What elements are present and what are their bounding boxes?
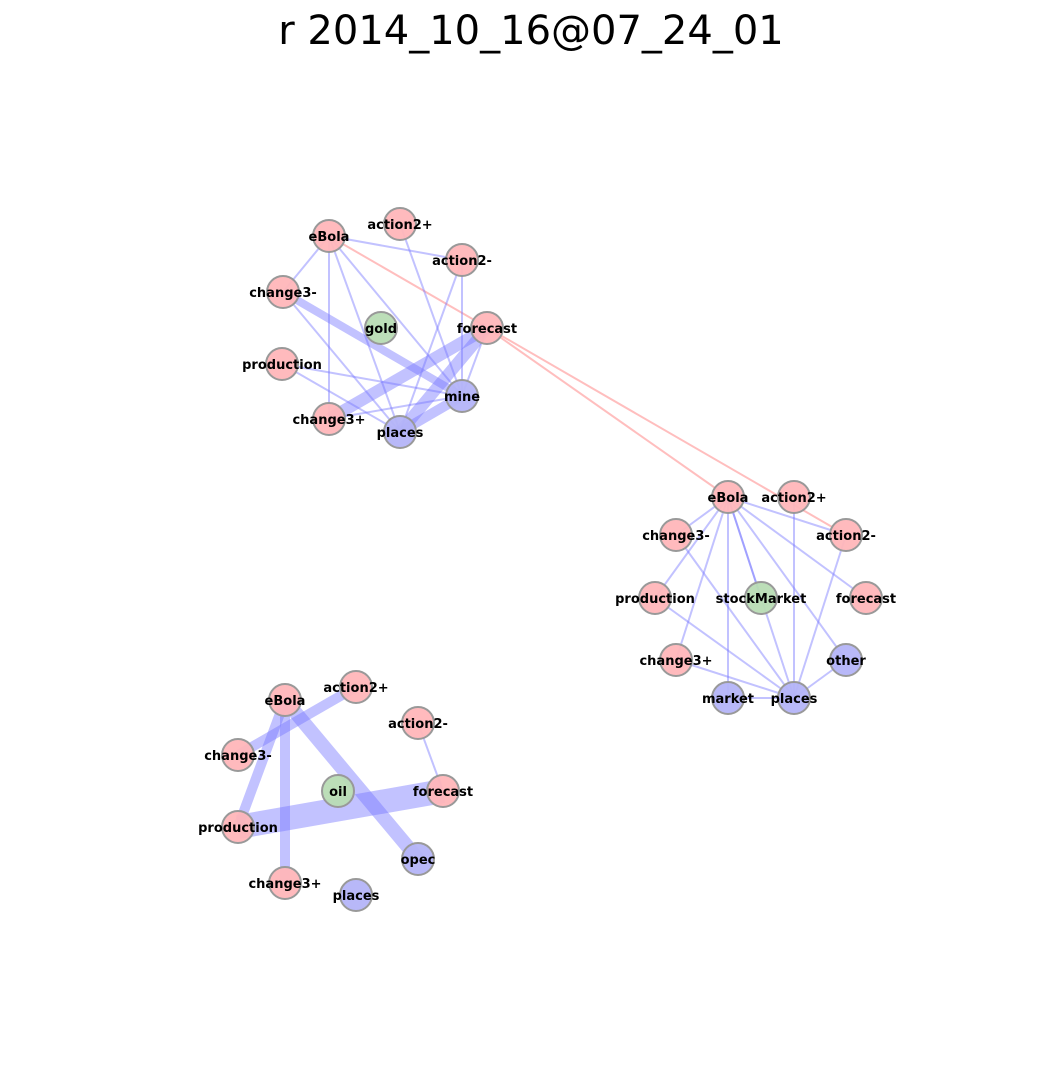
g3-node-label-production: production [198, 821, 278, 836]
g1-node-label-places: places [377, 426, 424, 441]
g3-edge-change3--action2+ [235, 682, 359, 760]
g1-edge-change3--places [282, 291, 401, 433]
g3-node-label-action2+: action2+ [323, 681, 388, 696]
g1-node-label-mine: mine [444, 390, 480, 405]
g2-edge-eBola-production [654, 496, 729, 599]
g3-node-label-places: places [333, 889, 380, 904]
g2-node-label-other: other [826, 654, 866, 669]
g1-node-eBola [312, 219, 346, 253]
g2-node-label-change3-: change3- [642, 529, 710, 544]
g1-edge-action2+-mine [399, 223, 463, 397]
g1-node-forecast [470, 311, 504, 345]
g2-node-label-forecast: forecast [836, 592, 896, 607]
g2-node-label-change3+: change3+ [639, 654, 712, 669]
g1-node-places [383, 415, 417, 449]
g1-edge-places-forecast [395, 324, 492, 436]
g3-node-action2- [401, 706, 435, 740]
g2-edge-production-places [654, 597, 795, 699]
g1-edge-change3+-mine [328, 395, 463, 420]
g1-edge-eBola-mine [328, 235, 463, 397]
g3-node-forecast [426, 774, 460, 808]
g2-node-label-production: production [615, 592, 695, 607]
g2-node-label-action2-: action2- [816, 529, 876, 544]
g1-node-label-production: production [242, 358, 322, 373]
g1-node-label-action2+: action2+ [367, 218, 432, 233]
g1-node-mine [445, 379, 479, 413]
g3-node-opec [401, 842, 435, 876]
g3-node-production [221, 810, 255, 844]
g2-node-places [777, 681, 811, 715]
g3-node-eBola [268, 683, 302, 717]
g2-node-label-stockMarket: stockMarket [716, 592, 807, 607]
edges-layer [233, 223, 867, 883]
g2-edge-action2--places [793, 534, 847, 699]
g1-edge-production-places [281, 363, 401, 433]
g1-node-change3- [266, 275, 300, 309]
g3-node-label-change3+: change3+ [248, 877, 321, 892]
g2-node-label-action2+: action2+ [761, 491, 826, 506]
g3-node-label-opec: opec [401, 853, 436, 868]
g3-edge-production-forecast [235, 779, 446, 839]
cross-edge-1 [486, 327, 729, 498]
g2-node-other [829, 643, 863, 677]
g2-node-action2+ [777, 480, 811, 514]
labels-layer: eBola action2+ action2- change3- gold forecas… [198, 218, 896, 904]
g1-node-label-change3+: change3+ [292, 413, 365, 428]
g2-edge-eBola-stockMarket [727, 496, 762, 599]
g1-edge-eBola-action2- [328, 235, 463, 261]
nodes-layer [221, 207, 883, 912]
g1-node-label-change3-: change3- [249, 286, 317, 301]
g1-node-gold [364, 311, 398, 345]
g1-node-action2- [445, 243, 479, 277]
g2-node-market [711, 681, 745, 715]
g3-node-label-oil: oil [329, 785, 347, 800]
g2-node-change3+ [659, 643, 693, 677]
g2-edge-change3+-places [675, 659, 795, 699]
g1-edge-production-mine [281, 363, 463, 397]
g2-edge-eBola-change3+ [675, 496, 729, 661]
g3-node-label-action2-: action2- [388, 717, 448, 732]
g2-node-label-market: market [702, 692, 754, 707]
g1-node-change3+ [312, 402, 346, 436]
g1-node-label-gold: gold [365, 322, 397, 337]
g2-node-change3- [659, 518, 693, 552]
g1-node-production [265, 347, 299, 381]
g3-node-label-forecast: forecast [413, 785, 473, 800]
g3-node-places [339, 878, 373, 912]
g2-node-label-places: places [771, 692, 818, 707]
g3-node-action2+ [339, 670, 373, 704]
g2-node-action2- [829, 518, 863, 552]
g2-node-stockMarket [744, 581, 778, 615]
g1-node-label-eBola: eBola [309, 230, 350, 245]
g1-node-label-forecast: forecast [457, 322, 517, 337]
g3-edge-eBola-production [233, 698, 290, 829]
g2-edge-eBola-forecast [727, 496, 867, 599]
g2-edge-eBola-other [727, 496, 847, 661]
g1-edge-change3--mine [280, 288, 465, 400]
g2-edge-eBola-action2- [727, 496, 847, 536]
g1-edge-change3+-forecast [326, 322, 490, 425]
g3-node-change3- [221, 738, 255, 772]
g1-node-action2+ [383, 207, 417, 241]
g2-node-production [638, 581, 672, 615]
diagram-title: r 2014_10_16@07_24_01 [278, 8, 784, 54]
cross-edge-0 [328, 235, 847, 536]
g2-node-eBola [711, 480, 745, 514]
g3-edge-eBola-opec [279, 695, 424, 864]
g1-edge-eBola-places [328, 235, 401, 433]
g2-edge-change3--places [675, 534, 795, 699]
g2-node-forecast [849, 581, 883, 615]
g2-node-label-eBola: eBola [708, 491, 749, 506]
g3-node-label-eBola: eBola [265, 694, 306, 709]
g3-node-label-change3-: change3- [204, 749, 272, 764]
g1-edge-action2--places [399, 259, 463, 433]
g3-node-change3+ [268, 866, 302, 900]
g3-node-oil [321, 774, 355, 808]
g1-node-label-action2-: action2- [432, 254, 492, 269]
